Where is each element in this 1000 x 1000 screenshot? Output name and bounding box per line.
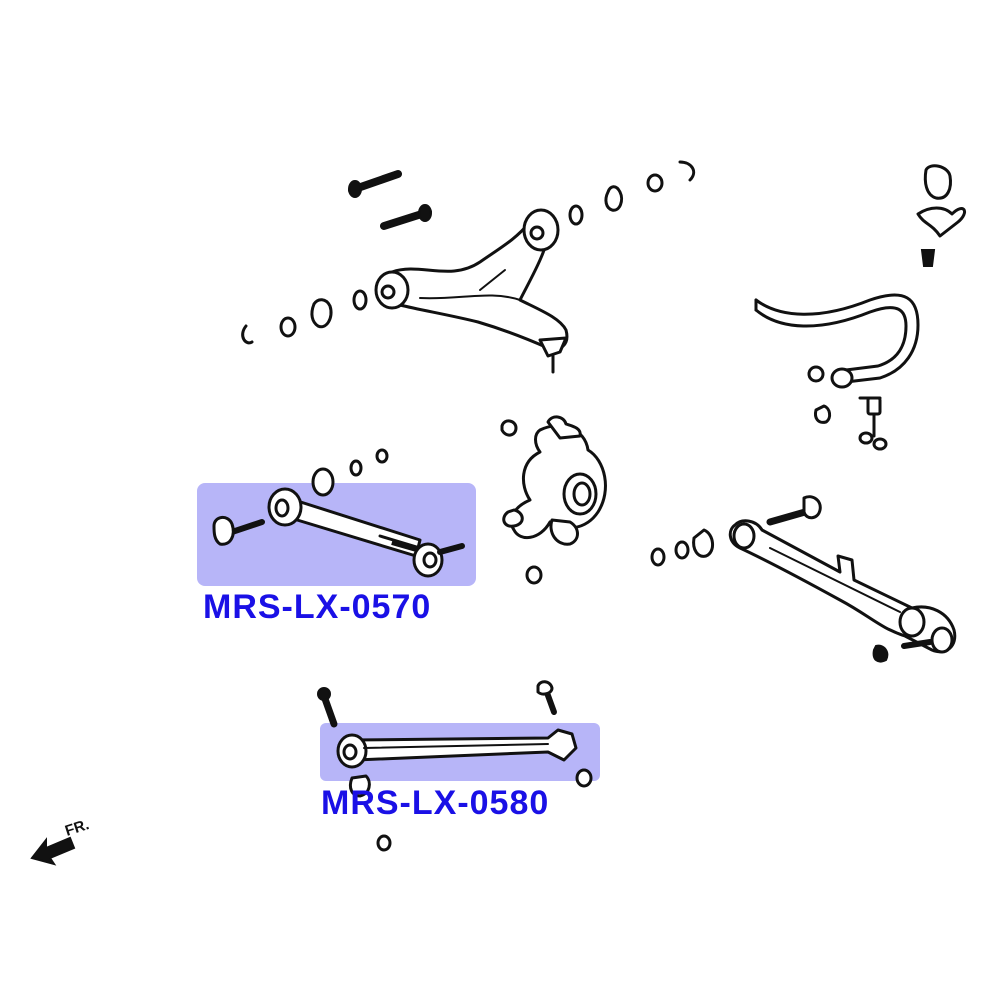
arm-mrs-lx-0570 [212, 448, 465, 578]
part-number-label: MRS-LX-0570 [203, 588, 432, 626]
arm-mrs-lx-0580 [317, 680, 593, 852]
front-direction-label: FR. [63, 816, 91, 840]
upper-arm-bolts [348, 170, 432, 230]
lower-control-arm [728, 495, 957, 663]
front-direction-arrow-icon [30, 836, 76, 866]
lower-arm-washers [650, 528, 714, 567]
upper-arm-washers [241, 160, 696, 345]
stabilizer-bar [754, 164, 966, 451]
knuckle [500, 415, 607, 585]
upper-control-arm [374, 208, 569, 374]
part-number-label: MRS-LX-0580 [321, 784, 550, 822]
highlight-box-mrs-lx-0570 [197, 483, 476, 586]
